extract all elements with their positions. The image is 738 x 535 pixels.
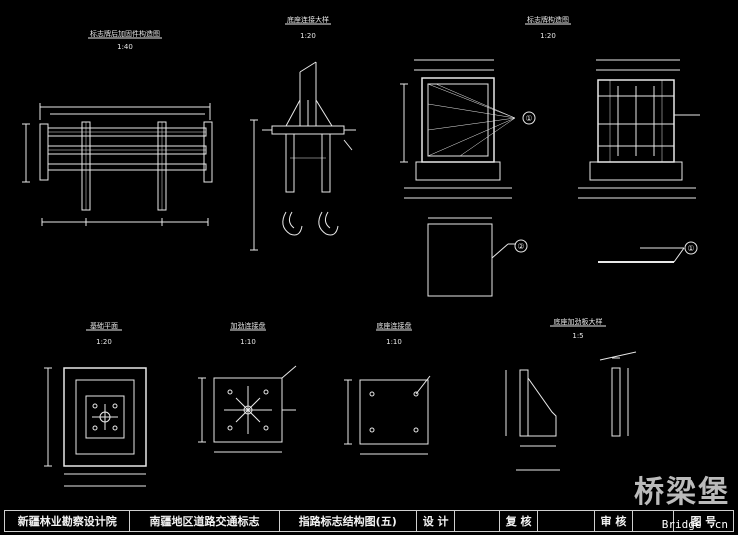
guardrail-view: 标志牌后加固件构造图 1:40 bbox=[22, 29, 213, 226]
callout-2: ② bbox=[517, 242, 524, 251]
design-value bbox=[455, 511, 500, 531]
watermark-logo: 桥梁堡 bbox=[634, 475, 730, 510]
guardrail-title: 标志牌后加固件构造图 bbox=[90, 29, 160, 38]
review-label: 复 核 bbox=[500, 511, 539, 531]
plate-a-title: 加劲连接盘 bbox=[231, 321, 266, 330]
watermark: 桥梁堡 Bridge .cn bbox=[634, 475, 730, 532]
base-detail-view: 底座连接大样 1:20 bbox=[250, 15, 356, 251]
callouts: ① ② ① bbox=[514, 111, 698, 255]
drawing-no-label: 图 号 bbox=[690, 515, 717, 528]
plan-title: 基础平面 bbox=[90, 321, 118, 330]
drawing-name: 指路标志结构图(五) bbox=[280, 511, 417, 531]
guardrail-scale: 1:40 bbox=[117, 43, 133, 51]
design-label: 设 计 bbox=[417, 511, 456, 531]
stiffener-plate-view: 加劲连接盘 1:10 bbox=[198, 321, 297, 453]
base-detail-scale: 1:20 bbox=[300, 32, 316, 40]
cad-drawing-canvas: 标志牌后加固件构造图 1:40 bbox=[22, 15, 700, 487]
base-plate-view: 底座连接盘 1:10 bbox=[344, 321, 431, 455]
base-detail-title: 底座连接大样 bbox=[287, 15, 329, 24]
watermark-url: Bridge .cn bbox=[661, 518, 728, 531]
foundation-plan-view: 基础平面 1:20 bbox=[44, 321, 147, 487]
org-name: 新疆林业勘察设计院 bbox=[5, 511, 131, 531]
approve-label: 审 核 bbox=[595, 511, 634, 531]
front-view-title: 标志牌构造图 bbox=[527, 15, 569, 24]
review-value bbox=[538, 511, 595, 531]
plan-scale: 1:20 bbox=[96, 338, 112, 346]
bracket-scale: 1:5 bbox=[572, 332, 583, 340]
callout-3: ① bbox=[687, 244, 694, 253]
bracket-view: 底座加劲板大样 1:5 bbox=[505, 317, 637, 471]
title-block: 新疆林业勘察设计院 南疆地区道路交通标志 指路标志结构图(五) 设 计 复 核 … bbox=[4, 510, 734, 532]
callout-1: ① bbox=[525, 114, 532, 123]
approve-value bbox=[633, 511, 674, 531]
bracket-title: 底座加劲板大样 bbox=[554, 317, 603, 326]
sign-front-view: 标志牌构造图 1:20 bbox=[400, 15, 700, 297]
plate-b-scale: 1:10 bbox=[386, 338, 402, 346]
plate-a-scale: 1:10 bbox=[240, 338, 256, 346]
front-view-scale: 1:20 bbox=[540, 32, 556, 40]
project-name: 南疆地区道路交通标志 bbox=[130, 511, 280, 531]
plate-b-title: 底座连接盘 bbox=[377, 321, 412, 330]
